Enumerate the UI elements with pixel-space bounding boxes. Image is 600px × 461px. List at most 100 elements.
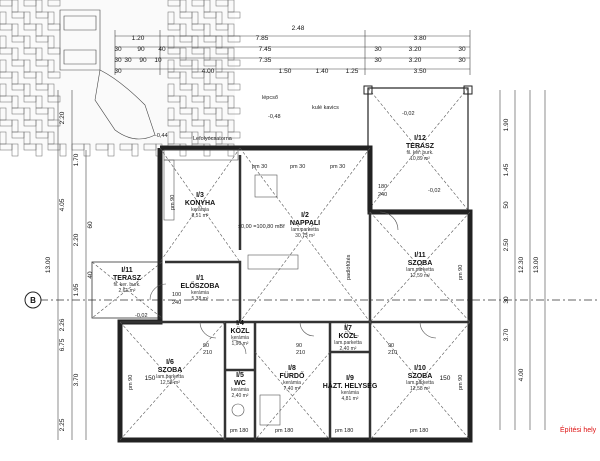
door-label: 90 — [388, 343, 394, 349]
room-name: SZOBA — [408, 373, 433, 380]
paver-tile — [227, 11, 241, 19]
room-floor: fil. ker. burk. — [407, 150, 434, 156]
paver-tile — [47, 119, 61, 127]
base-level: ±0,00 =100,80 mBf — [238, 224, 285, 230]
right-dimension-lines — [499, 90, 546, 430]
room-floor: lam.parketta — [156, 374, 184, 380]
left-dim-5: 3.70 — [73, 373, 80, 386]
car-outlines — [59, 9, 156, 140]
level-entry: -0,02 — [135, 313, 148, 319]
left-dim-14: 2.25 — [59, 418, 66, 431]
paver-tile — [11, 143, 19, 157]
room-floor: kerámia — [191, 290, 209, 296]
door-label: 240 — [378, 192, 387, 198]
room-floor: kerámia — [231, 387, 249, 393]
room-area: 2,40 m² — [340, 346, 357, 352]
door-label: 90 — [203, 343, 209, 349]
paver-tile — [227, 59, 241, 67]
right-dim-0: 1.90 — [503, 118, 510, 131]
door-label: 90 — [296, 343, 302, 349]
top-dim-r3-1: 30 — [124, 57, 132, 64]
top-dim-r4-2: 1.50 — [279, 68, 292, 75]
room-floor: lam.parketta — [291, 227, 319, 233]
room-area: 2,61 m² — [119, 288, 136, 294]
right-dim-8: 50 — [503, 201, 510, 209]
paving-area — [0, 0, 241, 157]
room-name: SZOBA — [408, 260, 433, 267]
room-id: I/11 — [121, 267, 132, 274]
right-dim-3: 12.30 — [518, 256, 525, 273]
top-dim-row0: 2.48 — [292, 25, 305, 32]
door-swings — [149, 211, 437, 355]
window-label: pm 30 — [252, 164, 267, 170]
room-floor: kerámia — [231, 335, 249, 341]
room-area: 1,90 m² — [232, 341, 249, 347]
room-floor: kerámia — [341, 390, 359, 396]
axis-bubble-b — [24, 291, 42, 309]
room-diagonals — [119, 147, 471, 441]
level-minus-044: -0,44 — [155, 133, 168, 139]
window-label: pm 180 — [230, 428, 248, 434]
room-id: I/11 — [414, 252, 425, 259]
room-floor: lam.parketta — [334, 340, 362, 346]
paver-tile — [227, 107, 241, 115]
paver-tile — [227, 131, 241, 139]
left-dim-2: 13.00 — [45, 256, 52, 273]
top-dim-r2-4: 30 — [374, 46, 382, 53]
room-area: 5,38 m² — [192, 296, 209, 302]
level-terrace: -0,02 — [402, 111, 415, 117]
top-dim-r3-5: 30 — [374, 57, 382, 64]
left-dim-7: 1.70 — [73, 153, 80, 166]
room-area: 12,59 m² — [410, 273, 430, 279]
room-area: 2,40 m² — [232, 393, 249, 399]
room-id: I/10 — [414, 365, 426, 372]
left-dim-1: 4.05 — [59, 198, 66, 211]
room-id: I/4 — [236, 320, 244, 327]
room-area: 12,58 m² — [410, 386, 430, 392]
top-dim-r3-0: 30 — [114, 57, 122, 64]
room-name: WC — [234, 380, 246, 387]
building-walls — [117, 145, 473, 443]
room-floor: kerámia — [191, 207, 209, 213]
top-dim-r2-6: 30 — [458, 46, 466, 53]
left-dim-3: 1.95 — [73, 283, 80, 296]
paver-tile — [107, 143, 115, 157]
right-dim-2: 2.50 — [503, 238, 510, 251]
right-dim-7: 30 — [503, 296, 510, 304]
left-dim-9: 40 — [87, 271, 94, 279]
top-dim-r4-0: 30 — [114, 68, 122, 75]
room-id: I/1 — [196, 275, 204, 282]
top-dim-r2-1: 90 — [137, 46, 145, 53]
room-floor: fil. ker. burk. — [114, 282, 141, 288]
room-name: SZOBA — [158, 367, 183, 374]
top-dim-r2-0: 30 — [114, 46, 122, 53]
top-dim-r3-7: 30 — [458, 57, 466, 64]
room-name: FÜRDŐ — [280, 371, 305, 380]
label-kulkavics: kulé kavics — [312, 105, 339, 111]
left-dim-0: 2.20 — [59, 111, 66, 124]
top-dim-r2-2: 40 — [158, 46, 166, 53]
right-dim-6: 4.00 — [518, 368, 525, 381]
window-label: pm 90 — [458, 265, 464, 280]
door-label: 210 — [296, 350, 305, 356]
right-dim-4: 13.00 — [533, 256, 540, 273]
room-id: I/2 — [301, 212, 309, 219]
room-name: KONYHA — [185, 200, 215, 207]
room-area: 30,73 m² — [295, 233, 315, 239]
door-label: 100 — [172, 292, 181, 298]
top-dimension-lines — [114, 30, 471, 75]
furniture — [163, 149, 299, 426]
bottom-dim: 150 — [440, 375, 451, 382]
room-floor: kerámia — [283, 380, 301, 386]
top-dim-785: 7.85 — [256, 35, 269, 42]
room-area: 8,51 m² — [192, 213, 209, 219]
door-label: 240 — [172, 300, 181, 306]
room-name: KÖZL — [338, 331, 358, 340]
paver-tile — [47, 71, 61, 79]
room-name: HÁZT. HELYSÉG — [323, 381, 378, 390]
left-dim-4: 6.75 — [59, 338, 66, 351]
top-dim-r3-2: 90 — [139, 57, 147, 64]
room-id: I/9 — [346, 375, 354, 382]
top-dim-r4-1: 4.00 — [202, 68, 215, 75]
